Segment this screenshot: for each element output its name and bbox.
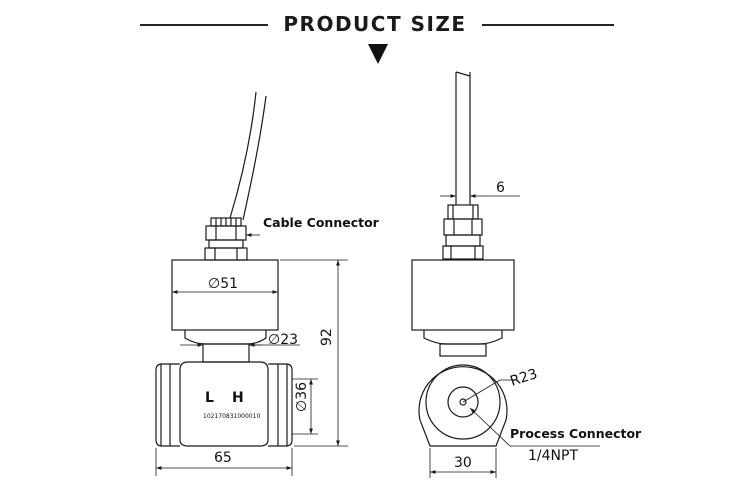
port-center: [459, 398, 467, 406]
marking-h: H: [232, 390, 244, 406]
left-port: [155, 363, 180, 447]
ring-radius-label: R23: [508, 366, 539, 390]
cable-gland: [204, 217, 248, 261]
cable-gland-side: [442, 204, 484, 260]
serial-number: 102170831000010: [203, 413, 260, 420]
cable-connector-label: Cable Connector: [263, 215, 380, 230]
header-title: PRODUCT SIZE: [283, 12, 467, 36]
cable-right-edge: [242, 95, 267, 221]
right-port: [268, 363, 293, 447]
neck-collar: [184, 330, 267, 345]
port-diameter-label: ∅36: [294, 382, 310, 412]
port-outer: [447, 386, 479, 418]
body-length-label: 65: [214, 450, 232, 466]
cable-left-edge: [229, 91, 257, 219]
total-height-label: 92: [319, 328, 335, 346]
thread-label: 1/4NPT: [528, 448, 578, 464]
cable-width-label: 6: [496, 180, 505, 196]
neck-side: [439, 343, 487, 357]
sensor-head-side: [411, 259, 515, 331]
front-view: [155, 91, 293, 447]
port-width-label: 30: [454, 455, 472, 471]
neck-diameter-label: ∅23: [268, 332, 298, 348]
ring-body: [418, 366, 508, 447]
header-rule-right: [482, 24, 614, 26]
dimension-lines: [155, 194, 600, 478]
process-connector-label: Process Connector: [510, 426, 642, 441]
side-view: [411, 71, 515, 447]
valve-body: [179, 361, 269, 447]
collar-side: [423, 330, 503, 345]
down-arrow-icon: [368, 44, 388, 64]
sensor-head: [171, 259, 279, 331]
head-diameter-label: ∅51: [208, 276, 238, 292]
neck: [202, 343, 250, 363]
ring-inner: [425, 364, 501, 440]
header-rule-left: [140, 24, 268, 26]
marking-l: L: [205, 390, 214, 406]
